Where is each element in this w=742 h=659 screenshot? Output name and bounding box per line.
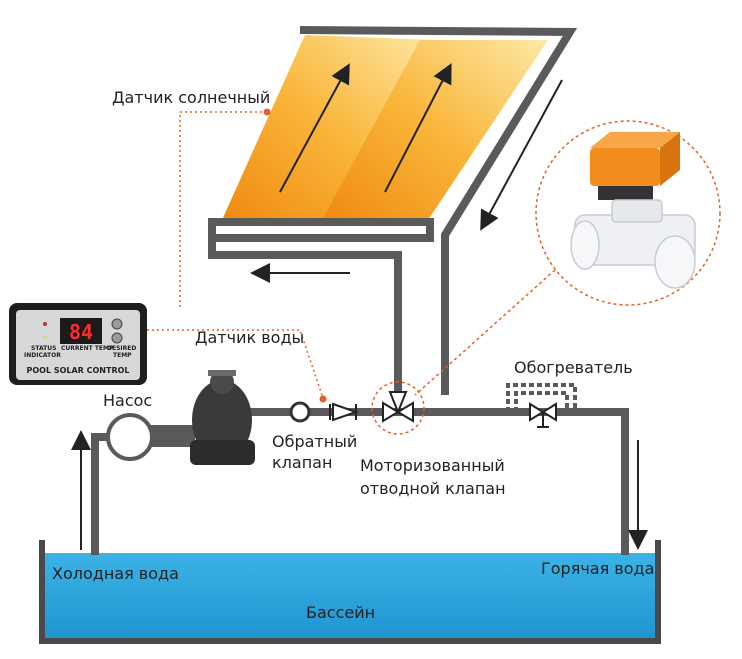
controller-button-up [111,318,123,330]
solar-panel-right [322,40,548,220]
water-sensor-dot [319,395,327,403]
controller-desired-label-2: TEMP [113,352,132,359]
motor-valve-photo [570,132,696,289]
label-water-sensor: Датчик воды [195,328,304,347]
pool-walls [39,540,661,644]
controller-current-temp-label: CURRENT TEMP [61,345,114,352]
status-led-green [43,335,47,339]
controller-button-down [111,332,123,344]
label-check-valve-1: Обратный [272,432,357,451]
status-led-red [43,322,47,326]
label-hot-water: Горячая вода [541,559,654,578]
label-pump: Насос [103,391,152,410]
label-pool: Бассейн [306,603,375,622]
sensor-wiring [147,111,324,399]
label-check-valve-2: клапан [272,453,332,472]
pump [106,370,255,465]
controller-status-label-1: STATUS [31,345,56,352]
solar-frame [208,26,578,395]
check-valve [289,401,360,423]
valve-photo-bubble [414,120,721,396]
controller-status-label-2: INDICATOR [24,352,61,359]
controller-display-value: 84 [69,320,93,344]
label-solar-sensor: Датчик солнечный [112,88,270,107]
label-motor-valve-2: отводной клапан [360,479,506,498]
label-heater: Обогреватель [514,358,633,377]
solar-collector [208,26,578,395]
controller-title: POOL SOLAR CONTROL [26,366,129,375]
heater-bypass [506,383,577,412]
solar-controller: 84 STATUS INDICATOR CURRENT TEMP DESIRED… [9,303,147,385]
pump-volute [106,413,154,461]
pipe-return-from-panel [208,238,402,395]
label-cold-water: Холодная вода [52,564,179,583]
label-motor-valve-1: Моторизованный [360,456,505,475]
valve-highlight-circle [371,381,425,435]
flow-indicator [289,401,311,423]
controller-display [60,318,102,344]
motorized-valve [371,381,425,435]
pool [39,540,661,644]
solar-sensor-dot [263,108,271,116]
pool-water [42,553,658,641]
flow-arrow-panel-right [384,63,452,193]
solar-panel-left [222,35,435,220]
flow-arrow-panel-left [279,63,350,193]
heater-valve [529,402,557,428]
controller-desired-label-1: DESIRED [107,345,136,352]
pipework [91,238,629,555]
flow-arrow-downpipe [480,79,563,231]
